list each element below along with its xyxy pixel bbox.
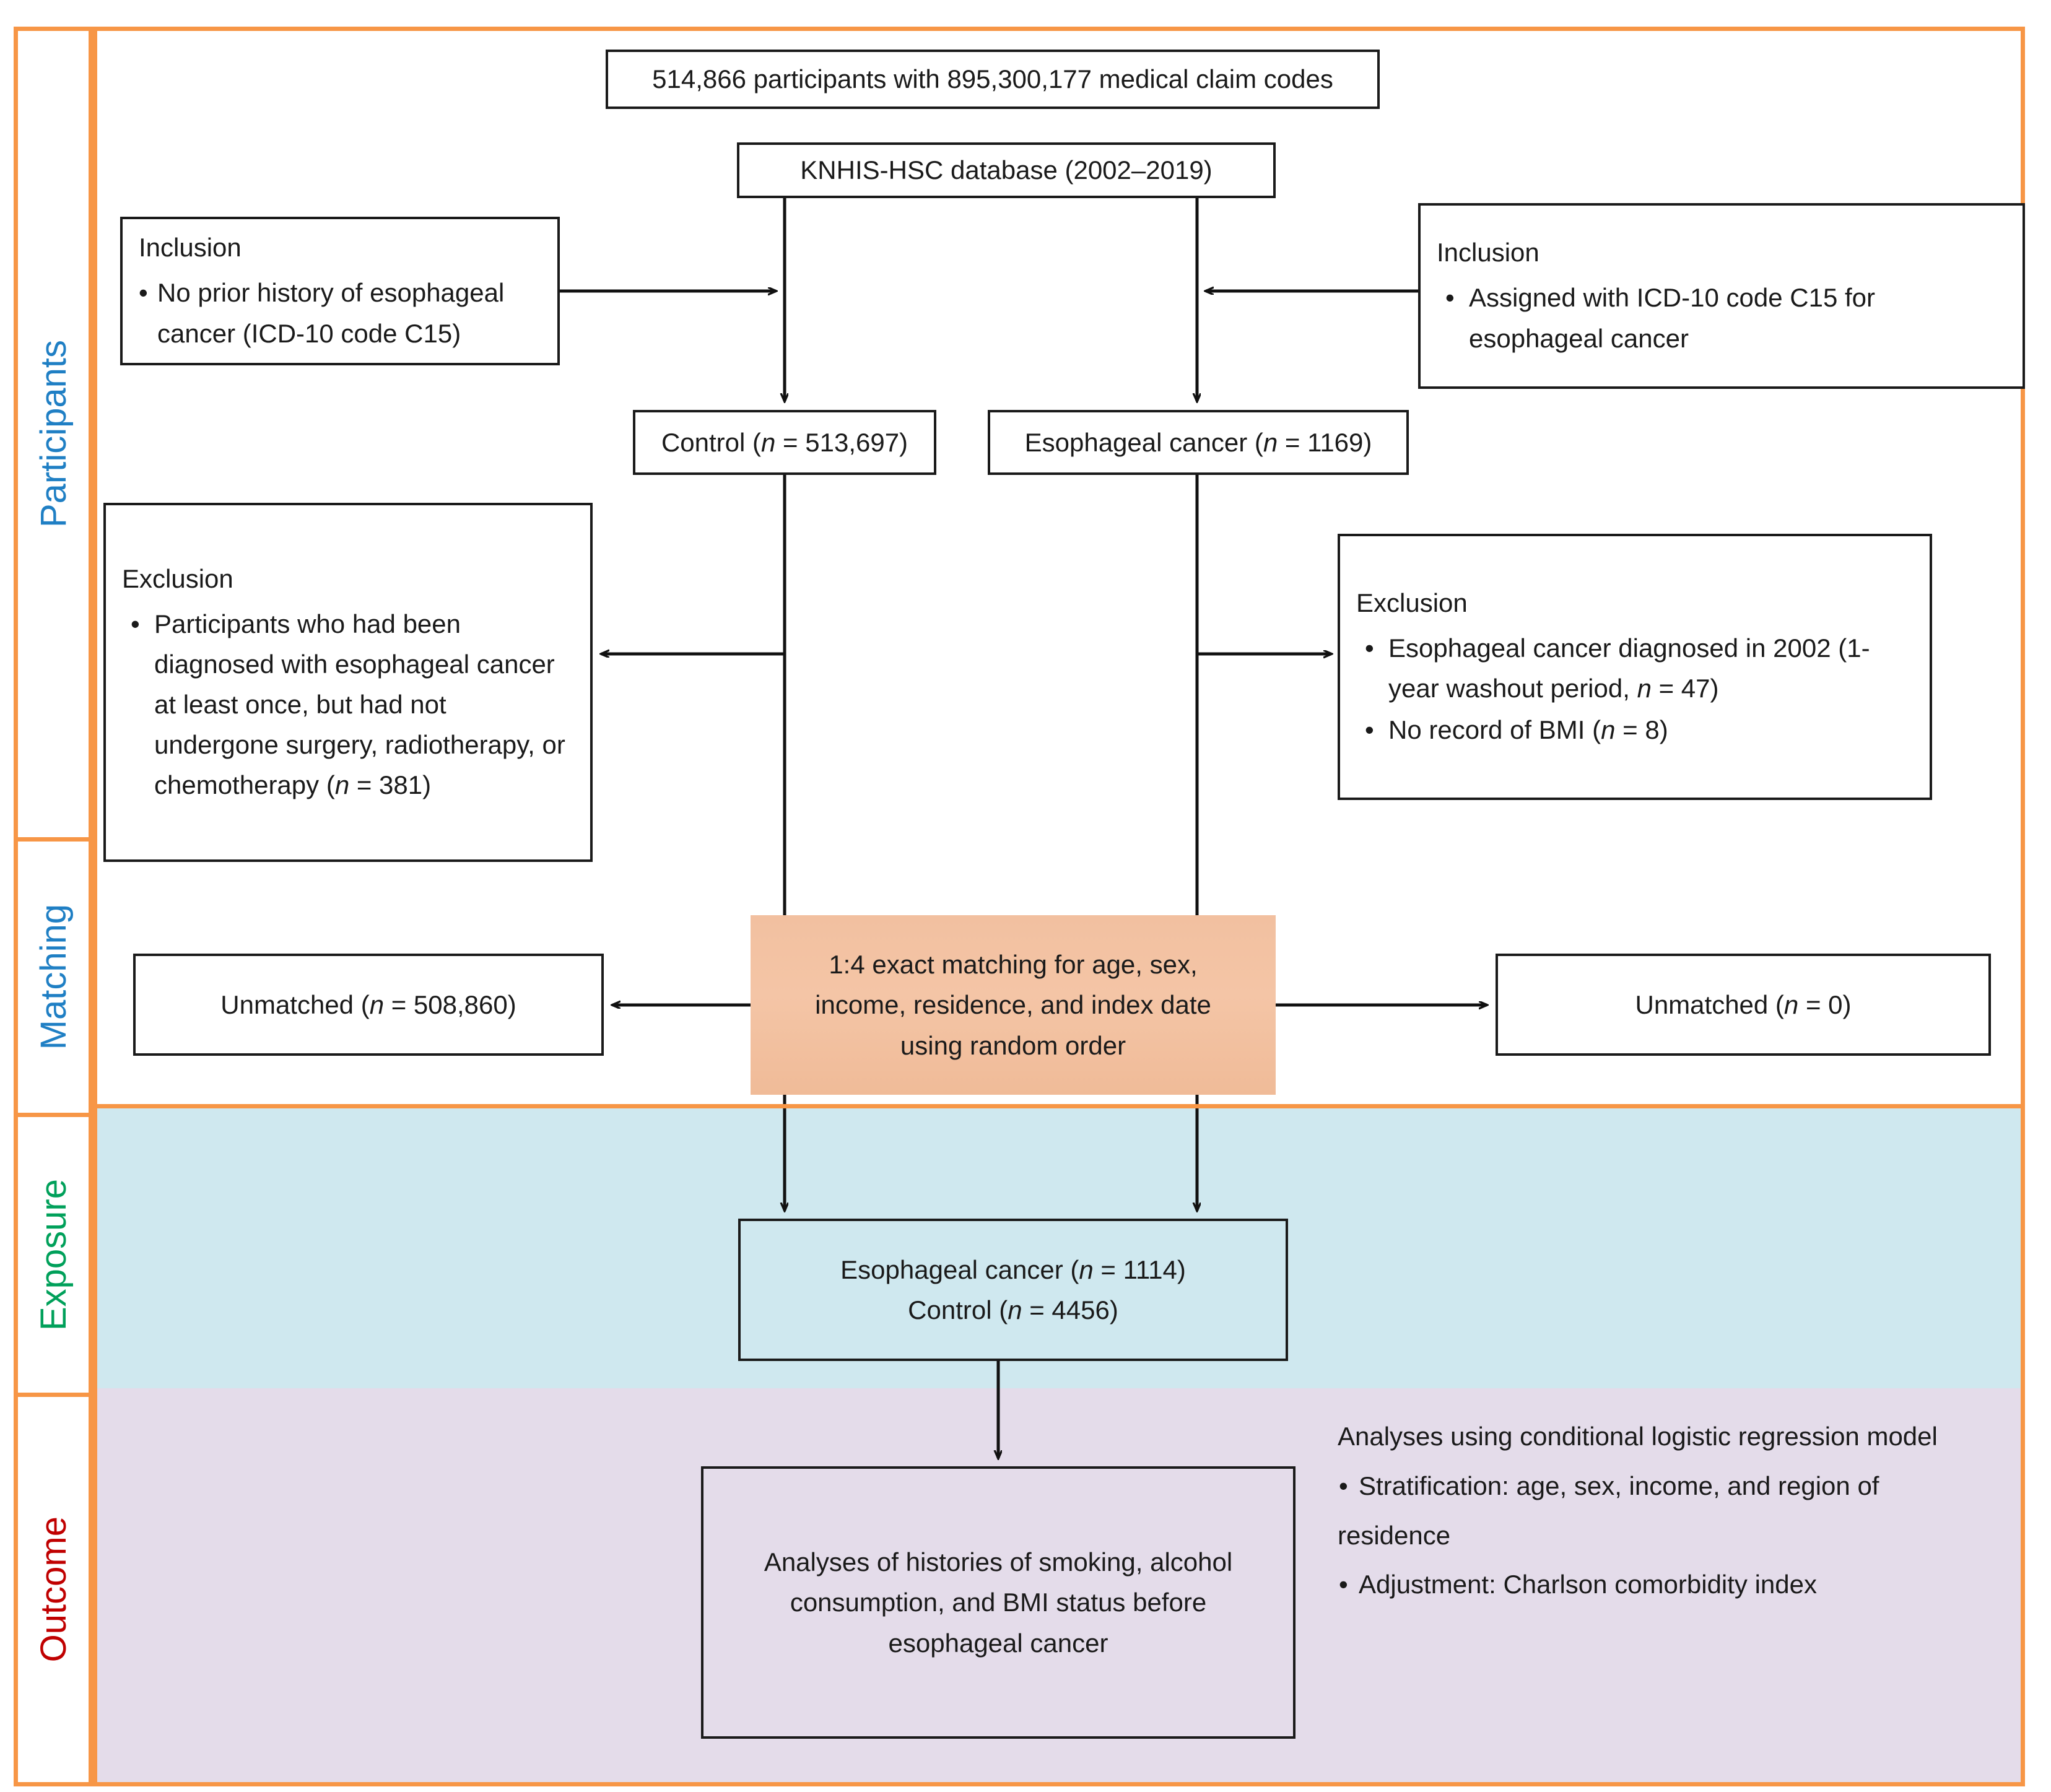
sidebar-label-outcome: Outcome bbox=[33, 1516, 74, 1663]
sidebar-label-exposure: Exposure bbox=[33, 1178, 74, 1331]
node-exposure-cohort: Esophageal cancer (n = 1114) Control (n … bbox=[738, 1219, 1288, 1361]
node-matching: 1:4 exact matching for age, sex, income,… bbox=[751, 915, 1276, 1095]
node-unmatched-right: Unmatched (n = 0) bbox=[1496, 954, 1991, 1056]
sidebar-section-matching: Matching bbox=[18, 837, 89, 1113]
exposure-line1-value: = 1114) bbox=[1093, 1255, 1186, 1284]
outcome-notes-heading: Analyses using conditional logistic regr… bbox=[1338, 1422, 1938, 1451]
outcome-notes-bullet-1: Stratification: age, sex, income, and re… bbox=[1338, 1461, 2019, 1511]
node-unmatched-left: Unmatched (n = 508,860) bbox=[133, 954, 604, 1056]
exclusion-right-bullet-2: No record of BMI (n = 8) bbox=[1356, 710, 1914, 750]
sidebar-section-exposure: Exposure bbox=[18, 1113, 89, 1393]
node-control-n: n bbox=[761, 427, 776, 457]
node-exclusion-right: Exclusion Esophageal cancer diagnosed in… bbox=[1338, 534, 1932, 800]
inclusion-left-heading: Inclusion bbox=[139, 233, 242, 263]
outcome-line-3: esophageal cancer bbox=[888, 1628, 1108, 1658]
unmatched-right-label: Unmatched ( bbox=[1635, 990, 1784, 1019]
node-control: Control (n = 513,697) bbox=[633, 410, 936, 475]
node-database: KNHIS-HSC database (2002–2019) bbox=[737, 142, 1276, 198]
outcome-notes-continuation: residence bbox=[1338, 1520, 1451, 1550]
node-exclusion-left: Exclusion Participants who had been diag… bbox=[103, 503, 593, 862]
node-inclusion-right: Inclusion Assigned with ICD-10 code C15 … bbox=[1418, 203, 2025, 389]
unmatched-left-label: Unmatched ( bbox=[220, 990, 370, 1019]
sidebar-label-matching: Matching bbox=[33, 904, 74, 1050]
inclusion-left-bullet: No prior history of esophageal cancer (I… bbox=[139, 272, 541, 353]
sidebar-section-outcome: Outcome bbox=[18, 1393, 89, 1782]
exclusion-left-heading: Exclusion bbox=[122, 563, 233, 593]
exclusion-right-bullet-1: Esophageal cancer diagnosed in 2002 (1-y… bbox=[1356, 628, 1914, 708]
inclusion-right-bullet: Assigned with ICD-10 code C15 for esopha… bbox=[1437, 277, 2006, 358]
exposure-line2-n: n bbox=[1008, 1295, 1022, 1324]
node-ec-n: n bbox=[1263, 427, 1278, 457]
node-participants: 514,866 participants with 895,300,177 me… bbox=[606, 50, 1380, 109]
exposure-line1-n: n bbox=[1079, 1255, 1094, 1284]
sidebar-label-participants: Participants bbox=[33, 340, 74, 528]
node-ec-label: Esophageal cancer ( bbox=[1024, 427, 1263, 457]
node-ec-value: = 1169) bbox=[1278, 427, 1372, 457]
node-participants-text: 514,866 participants with 895,300,177 me… bbox=[652, 64, 1333, 94]
exposure-line2-value: = 4456) bbox=[1022, 1295, 1118, 1324]
outcome-notes: Analyses using conditional logistic regr… bbox=[1338, 1412, 2019, 1609]
node-database-text: KNHIS-HSC database (2002–2019) bbox=[800, 155, 1213, 185]
node-esophageal-cancer: Esophageal cancer (n = 1169) bbox=[988, 410, 1409, 475]
node-inclusion-left: Inclusion No prior history of esophageal… bbox=[120, 217, 560, 365]
exposure-line1-label: Esophageal cancer ( bbox=[840, 1255, 1079, 1284]
matching-line-1: 1:4 exact matching for age, sex, bbox=[829, 950, 1198, 980]
unmatched-right-n: n bbox=[1783, 990, 1799, 1019]
exclusion-right-heading: Exclusion bbox=[1356, 588, 1468, 617]
unmatched-left-n: n bbox=[369, 990, 385, 1019]
unmatched-left-value: = 508,860) bbox=[384, 990, 516, 1019]
node-control-value: = 513,697) bbox=[775, 427, 908, 457]
exclusion-left-bullet: Participants who had been diagnosed with… bbox=[122, 604, 574, 805]
outcome-line-1: Analyses of histories of smoking, alcoho… bbox=[764, 1547, 1233, 1577]
sidebar-section-participants: Participants bbox=[18, 31, 89, 837]
inclusion-right-heading: Inclusion bbox=[1437, 238, 1539, 267]
matching-line-3: using random order bbox=[900, 1030, 1126, 1060]
section-sidebar: Participants Matching Exposure Outcome bbox=[14, 27, 93, 1786]
matching-line-2: income, residence, and index date bbox=[815, 990, 1211, 1020]
node-control-label: Control ( bbox=[661, 427, 762, 457]
outcome-notes-bullet-2: Adjustment: Charlson comorbidity index bbox=[1338, 1560, 2019, 1609]
node-outcome-analysis: Analyses of histories of smoking, alcoho… bbox=[701, 1466, 1295, 1739]
unmatched-right-value: = 0) bbox=[1798, 990, 1852, 1019]
outcome-line-2: consumption, and BMI status before bbox=[790, 1588, 1207, 1617]
exposure-line2-label: Control ( bbox=[908, 1295, 1008, 1324]
